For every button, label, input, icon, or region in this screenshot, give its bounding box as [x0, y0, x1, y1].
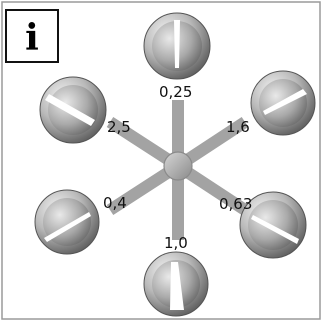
info-badge-frame	[5, 9, 59, 63]
adjustment-screw-icon	[143, 12, 211, 80]
setting-label: 0,63	[219, 195, 252, 213]
center-hub	[163, 151, 193, 181]
setting-label: 0,4	[103, 194, 127, 212]
setting-label: 2,5	[107, 118, 131, 136]
adjustment-screw-icon	[34, 189, 100, 255]
adjustment-screw-icon	[39, 76, 107, 144]
setting-label: 1,0	[164, 234, 188, 252]
adjustment-screw-icon	[250, 70, 316, 136]
setting-label: 1,6	[226, 118, 250, 136]
info-badge: i	[5, 9, 59, 63]
setting-label: 0,25	[159, 83, 192, 101]
adjustment-screw-icon	[239, 191, 307, 259]
info-icon: i	[25, 17, 39, 59]
adjustment-screw-icon	[143, 251, 209, 317]
